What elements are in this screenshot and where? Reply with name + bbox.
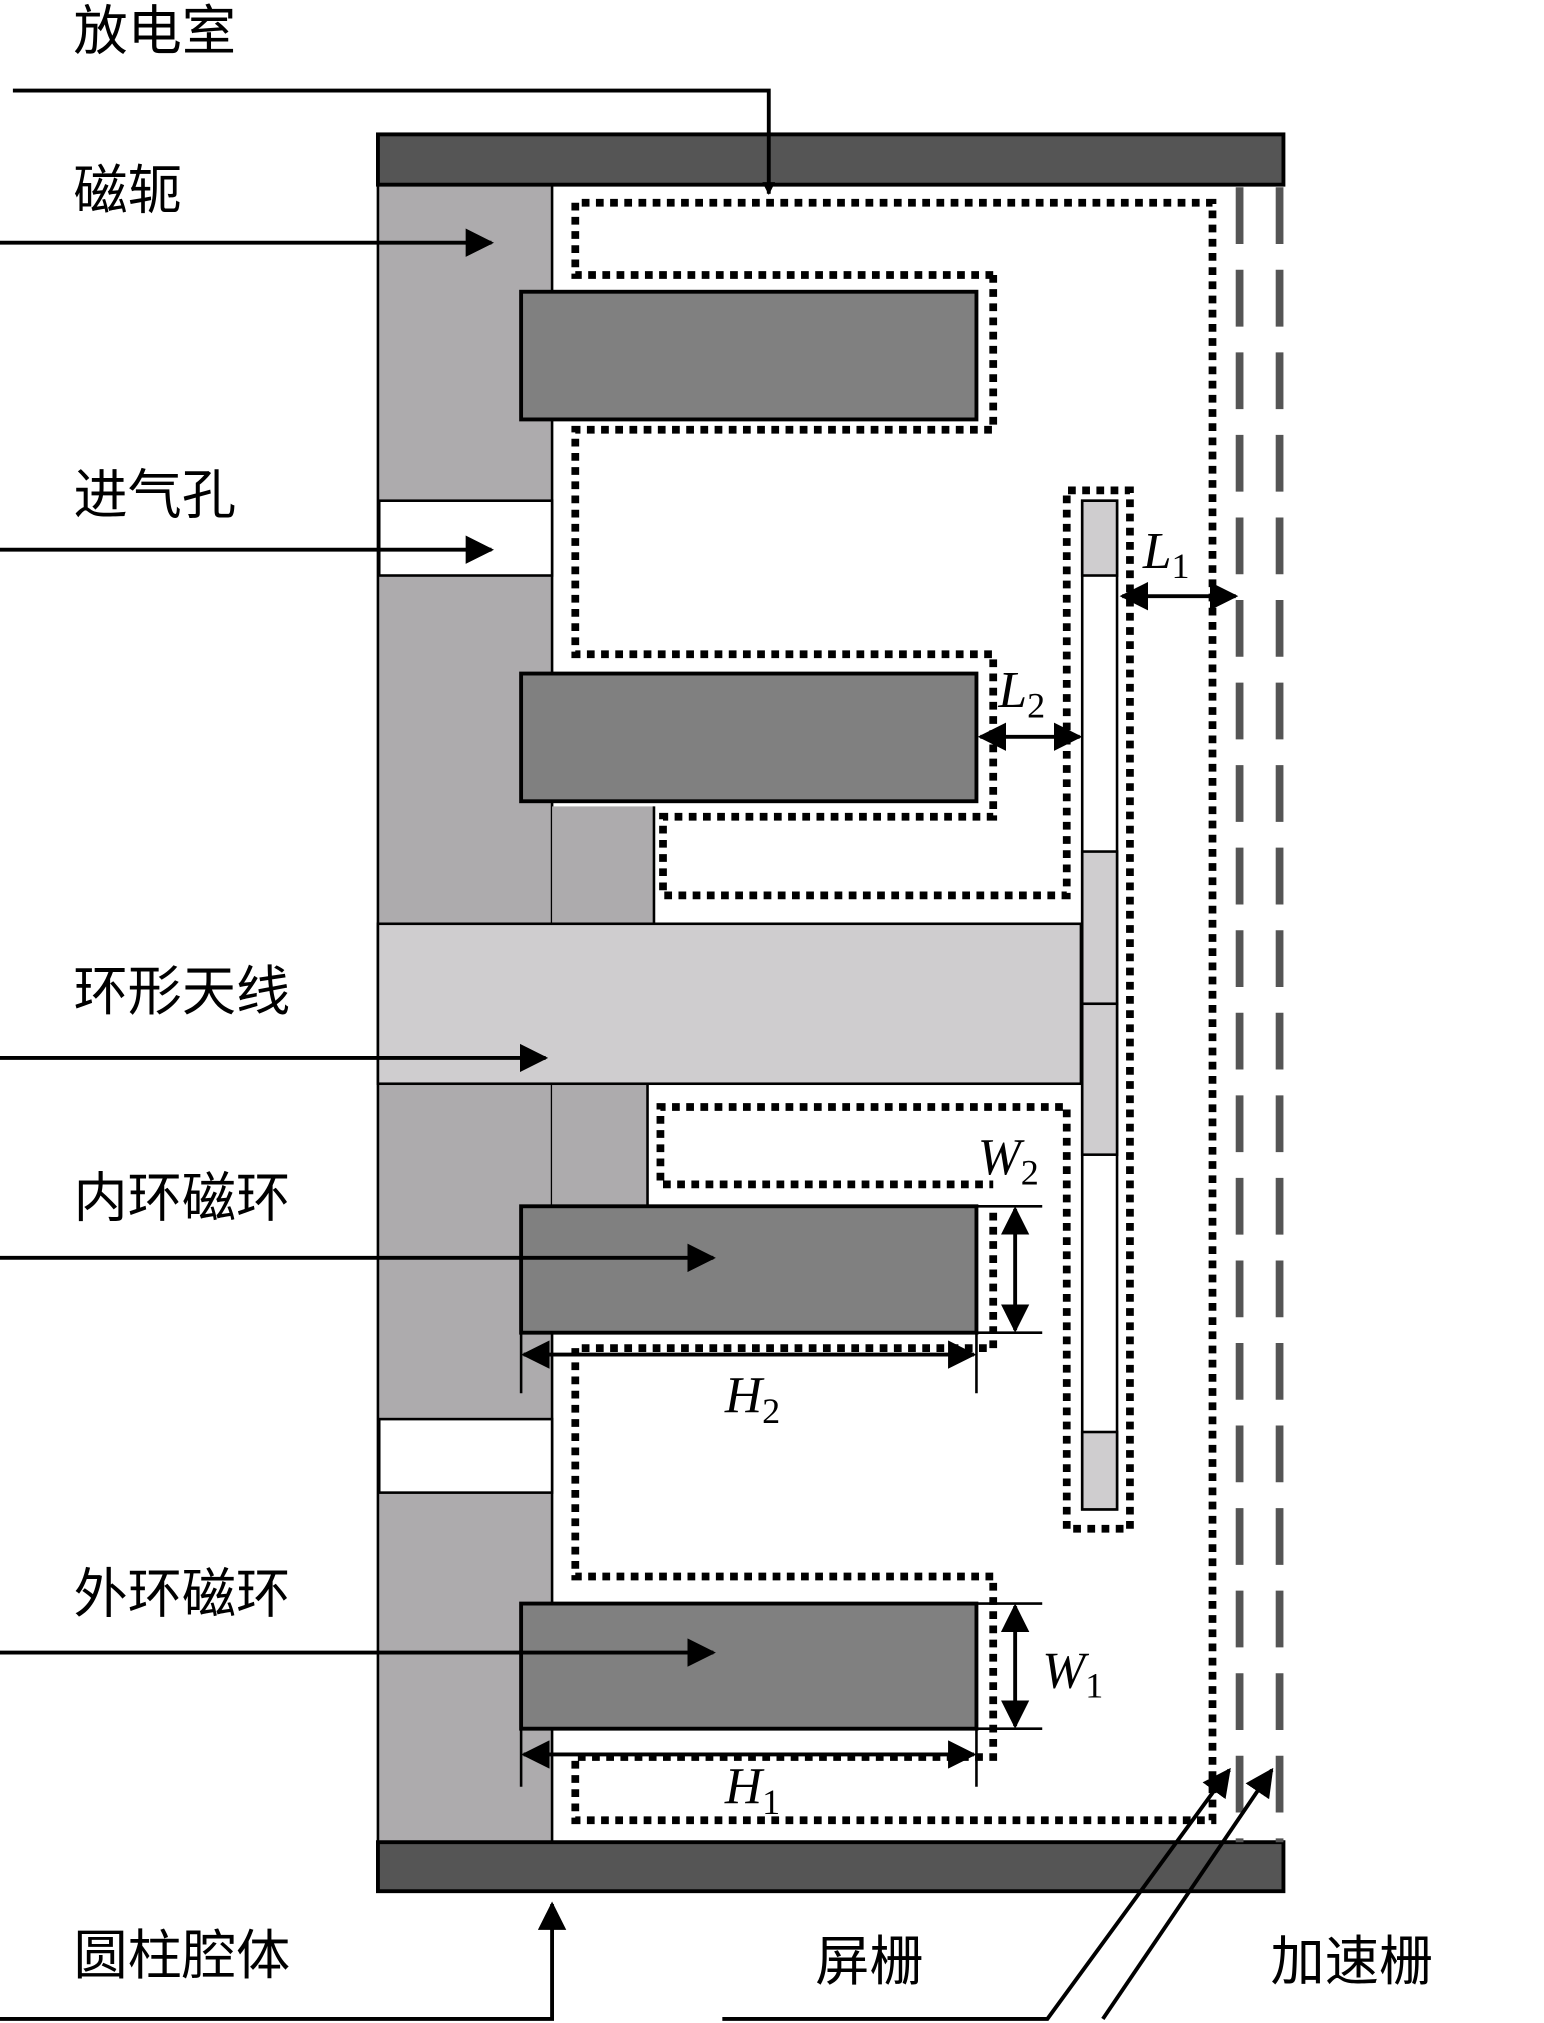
magnet-1 bbox=[519, 289, 979, 422]
yoke-step-lower bbox=[552, 1083, 648, 1207]
label-H2: H2 bbox=[724, 1368, 780, 1431]
label-cylindrical-cavity: 圆柱腔体 bbox=[74, 1924, 291, 1987]
label-gas-inlet: 进气孔 bbox=[74, 464, 236, 527]
gas-inlet-hole bbox=[377, 499, 554, 577]
label-magnetic-yoke: 磁轭 bbox=[74, 159, 182, 222]
accel-grid-arrow bbox=[1101, 1767, 1274, 2020]
magnet-2 bbox=[519, 671, 979, 804]
label-W1: W1 bbox=[1042, 1642, 1103, 1705]
label-L1: L1 bbox=[1142, 523, 1190, 586]
label-L2: L2 bbox=[997, 662, 1045, 725]
label-screen-grid: 屏栅 bbox=[815, 1930, 923, 1993]
label-H1: H1 bbox=[724, 1758, 780, 1821]
screen-grid-arrow bbox=[722, 1767, 1231, 2021]
label-discharge-chamber: 放电室 bbox=[74, 0, 236, 62]
label-W2: W2 bbox=[978, 1129, 1039, 1192]
yoke-step-upper bbox=[552, 806, 654, 924]
discharge-chamber-arrow bbox=[12, 88, 776, 195]
lower-hole bbox=[377, 1417, 554, 1494]
label-ring-antenna: 环形天线 bbox=[74, 960, 291, 1023]
bottom-wall bbox=[376, 1840, 1286, 1894]
label-inner-magnet-ring: 内环磁环 bbox=[74, 1167, 291, 1230]
label-outer-magnet-ring: 外环磁环 bbox=[74, 1563, 291, 1626]
top-wall bbox=[376, 132, 1286, 187]
antenna-bar bbox=[1080, 499, 1119, 1511]
magnet-4 bbox=[519, 1601, 979, 1731]
label-accel-grid: 加速栅 bbox=[1271, 1930, 1433, 1993]
magnet-3 bbox=[519, 1204, 979, 1335]
cavity-arrow bbox=[0, 1901, 567, 2021]
